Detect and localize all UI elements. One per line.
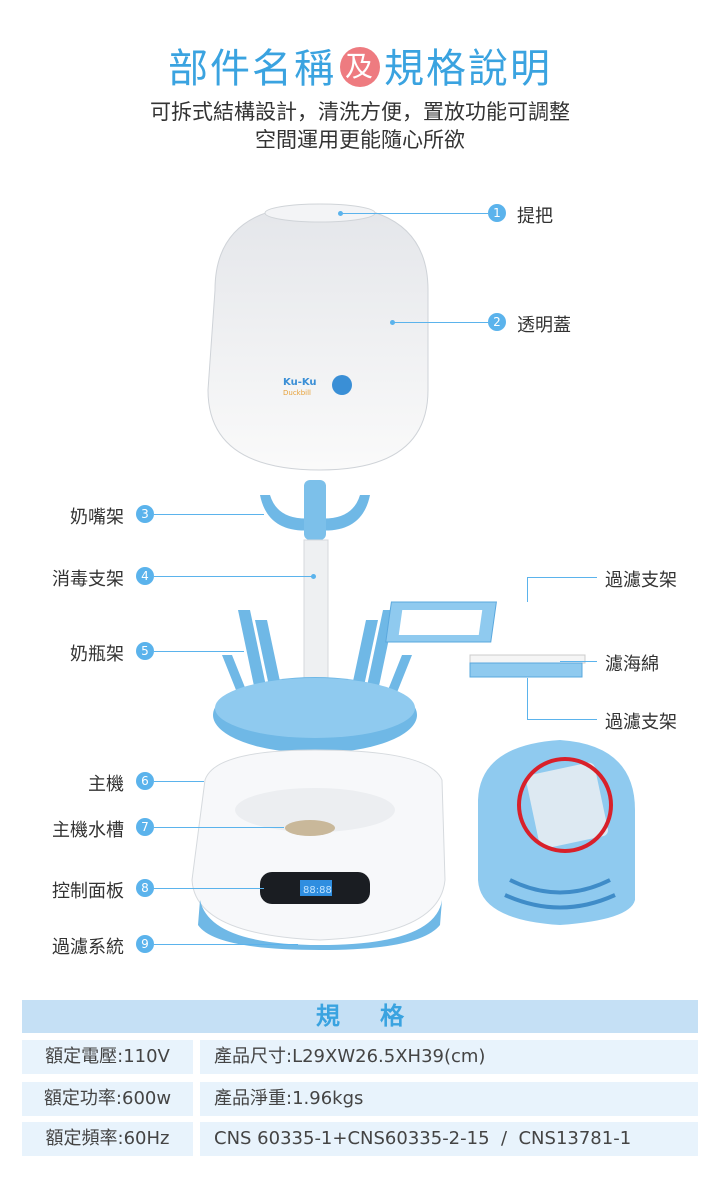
spec-dimensions: 產品尺寸:L29XW26.5XH39(cm): [200, 1040, 698, 1074]
part-label-support: 消毒支架: [52, 569, 124, 590]
spec-standards: CNS 60335-1+CNS60335-2-15 / CNS13781-1: [200, 1122, 698, 1156]
transparent-lid: [207, 204, 429, 471]
callout-line: [527, 678, 528, 719]
callout-line: [392, 322, 488, 323]
brand-logo-sub: Duckbill: [283, 389, 311, 397]
spec-frequency: 額定頻率:60Hz: [22, 1122, 193, 1156]
main-unit: [191, 749, 446, 941]
part-number-4: 4: [136, 567, 154, 585]
subtitle-line2: 空間運用更能隨心所欲: [255, 128, 465, 152]
filter-sponge-label: 濾海綿: [605, 654, 659, 675]
nipple-rack: [260, 495, 370, 531]
callout-line: [154, 514, 264, 515]
callout-line: [527, 577, 597, 578]
title-part1: 部件名稱: [168, 46, 336, 92]
callout-line: [154, 944, 298, 945]
filter-frame-bottom: [469, 662, 583, 678]
callout-line: [340, 213, 488, 214]
part-label-control-panel: 控制面板: [52, 881, 124, 902]
part-number-5: 5: [136, 642, 154, 660]
part-label-nipple-rack: 奶嘴架: [70, 507, 124, 528]
title-part2: 規格說明: [384, 46, 552, 92]
callout-dot: [311, 574, 316, 579]
callout-line: [154, 888, 264, 889]
title-badge: 及: [340, 47, 380, 87]
callout-line: [154, 651, 244, 652]
brand-logo: Ku-Ku: [283, 377, 317, 388]
part-label-main-unit: 主機: [88, 774, 124, 795]
callout-line: [560, 661, 597, 662]
part-label-lid: 透明蓋: [517, 315, 571, 336]
callout-line: [154, 781, 204, 782]
spec-voltage: 額定電壓:110V: [22, 1040, 193, 1074]
part-number-7: 7: [136, 818, 154, 836]
spec-table-heading: 規格: [22, 1000, 698, 1033]
subtitle-line1: 可拆式結構設計，清洗方便，置放功能可調整: [150, 100, 570, 124]
spec-weight: 產品淨重:1.96kgs: [200, 1082, 698, 1116]
callout-line: [527, 719, 597, 720]
product-illustration: Ku-Ku Duckbill 88:88: [191, 203, 635, 950]
part-number-3: 3: [136, 505, 154, 523]
part-number-9: 9: [136, 935, 154, 953]
part-label-handle: 提把: [517, 206, 553, 227]
part-number-1: 1: [488, 204, 506, 222]
part-label-filter-system: 過濾系統: [52, 937, 124, 958]
filter-frame-top-label: 過濾支架: [605, 570, 677, 591]
callout-line: [154, 827, 284, 828]
water-tank: [235, 788, 395, 832]
callout-line: [154, 576, 312, 577]
part-number-6: 6: [136, 772, 154, 790]
filter-frame-bottom-label: 過濾支架: [605, 712, 677, 733]
part-number-2: 2: [488, 313, 506, 331]
spec-power: 額定功率:600w: [22, 1082, 193, 1116]
duck-mascot-icon: [332, 375, 352, 395]
part-number-8: 8: [136, 879, 154, 897]
svg-text:88:88: 88:88: [303, 885, 332, 896]
filter-highlight-circle: [517, 757, 613, 853]
part-label-water-tank: 主機水槽: [52, 820, 124, 841]
page-title: 部件名稱及規格說明: [0, 36, 720, 94]
callout-line: [527, 577, 528, 602]
part-label-bottle-rack: 奶瓶架: [70, 644, 124, 665]
